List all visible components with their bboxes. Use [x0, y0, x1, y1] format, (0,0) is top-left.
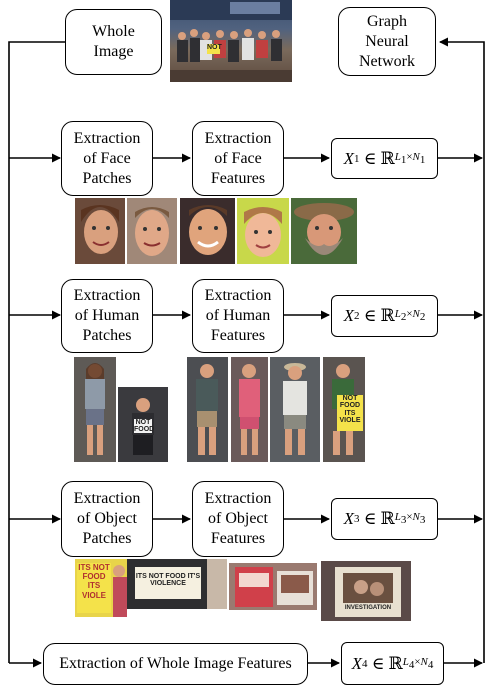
object-sign-1: ITS NOT FOOD ITS VIOLE [77, 563, 111, 613]
x2-sub: 2 [353, 310, 360, 322]
x4-cols: N [420, 655, 428, 668]
whole-features-box: Extraction of Whole Image Features [43, 643, 308, 685]
object-patches-box: Extraction of Object Patches [61, 481, 153, 557]
x3-times: × [406, 511, 413, 524]
gnn-box: Graph Neural Network [338, 7, 436, 76]
x3-set: ∈ ℝ [363, 509, 395, 528]
right-trunk-line [439, 37, 485, 663]
object-sign-3: INVESTIGATION [344, 605, 392, 611]
face-patches-box: Extraction of Face Patches [61, 121, 153, 196]
x1-set: ∈ ℝ [363, 148, 395, 168]
human-crop-2: NOT FOOD [118, 387, 168, 462]
object-sign-2: ITS NOT FOOD IT'S VIOLENCE [135, 567, 201, 599]
x1-cols: N [412, 150, 420, 163]
x4-cols-sub: 4 [427, 659, 434, 672]
x2-set: ∈ ℝ [363, 306, 395, 325]
x2-cols-sub: 2 [419, 311, 426, 324]
human-sign-1: NOT FOOD [134, 419, 155, 434]
x3-cols: N [412, 511, 420, 524]
x1-rows-sub: 1 [400, 154, 407, 167]
face-crop-1 [75, 198, 125, 264]
x4-rows-sub: 4 [408, 659, 415, 672]
human-crop-6: NOT FOOD ITS VIOLE [323, 357, 365, 462]
human-crop-4 [231, 357, 268, 462]
x1-rows: L [394, 150, 401, 163]
x4-sub: 4 [361, 657, 368, 670]
x3-cols-sub: 3 [419, 514, 426, 527]
object-crop-2: ITS NOT FOOD IT'S VIOLENCE [127, 559, 227, 609]
group-sign: NOT [207, 44, 222, 54]
face-crop-5 [291, 198, 357, 264]
face-crop-2 [127, 198, 177, 264]
x3-rows: L [394, 511, 401, 524]
x1-var: X [343, 148, 354, 168]
x1-times: × [406, 150, 413, 163]
face-features-box: Extraction of Face Features [192, 121, 284, 196]
x3-rows-sub: 3 [400, 514, 407, 527]
x4-rows: L [402, 655, 409, 668]
x2-rows-sub: 2 [400, 311, 407, 324]
object-crop-4: INVESTIGATION [321, 561, 411, 621]
x4-set: ∈ ℝ [371, 653, 403, 673]
face-crop-4 [237, 198, 289, 264]
x2-rows: L [394, 308, 401, 321]
x1-sub: 1 [353, 152, 360, 165]
x3-sub: 3 [353, 513, 360, 525]
x4-times: × [414, 655, 421, 668]
face-crop-3 [180, 198, 235, 264]
x3-var: X [343, 509, 354, 528]
object-crop-3 [229, 563, 317, 610]
x2-times: × [406, 308, 413, 321]
object-crop-1: ITS NOT FOOD ITS VIOLE [75, 559, 127, 617]
human-sign-2: NOT FOOD ITS VIOLE [337, 395, 363, 431]
whole-image-photo: NOT [170, 0, 292, 82]
x4-var: X [351, 653, 362, 673]
object-features-box: Extraction of Object Features [192, 481, 284, 557]
human-crop-5 [270, 357, 320, 462]
human-patches-box: Extraction of Human Patches [61, 279, 153, 353]
whole-image-box: Whole Image [65, 9, 162, 75]
x1-cols-sub: 1 [419, 154, 426, 167]
x2-var: X [343, 306, 354, 325]
human-crop-3 [187, 357, 228, 462]
x2-cols: N [412, 308, 420, 321]
human-crop-1 [74, 357, 116, 462]
left-trunk-line [8, 41, 65, 663]
human-features-box: Extraction of Human Features [192, 279, 284, 353]
